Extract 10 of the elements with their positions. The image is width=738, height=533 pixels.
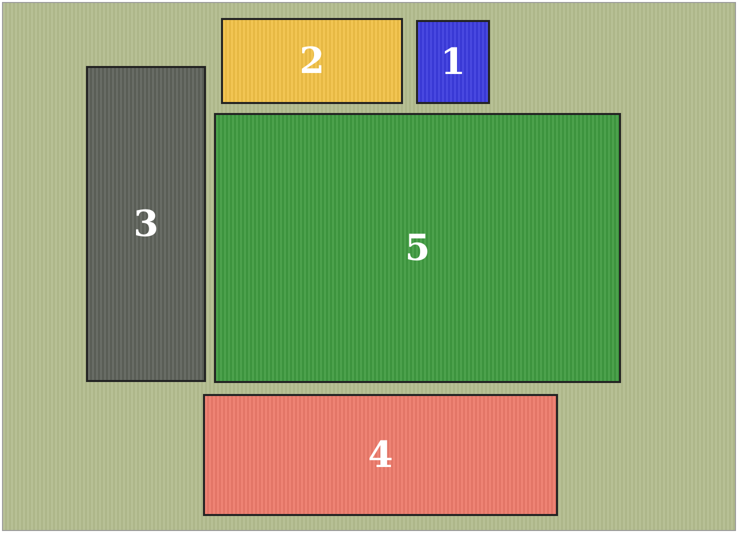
colored-block [221,18,403,104]
block-number: 4 [368,437,394,473]
colored-block [203,394,558,516]
block-number: 2 [299,43,325,79]
block-number: 1 [440,44,466,80]
colored-block [416,20,490,104]
colored-block [86,66,206,382]
block-number: 5 [404,230,430,266]
colored-block [214,113,621,383]
block-number: 3 [133,206,159,242]
